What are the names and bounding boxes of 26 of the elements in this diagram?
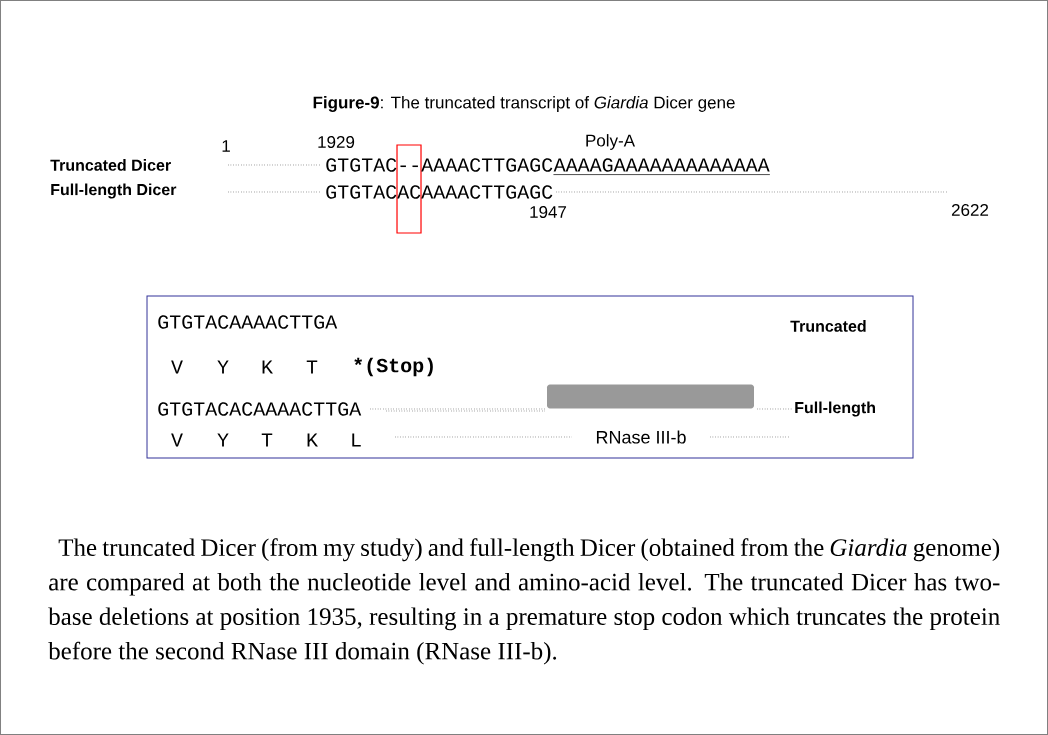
position-number: 1 bbox=[222, 140, 230, 152]
polya-sequence: AAAAGAAAAAAAAAAAAA bbox=[553, 158, 771, 175]
amino-acid: K bbox=[262, 360, 273, 374]
sequence-text: GTGTACAAAACTTGA bbox=[158, 315, 338, 329]
amino-acid: T bbox=[306, 360, 318, 374]
amino-acid: V bbox=[171, 360, 183, 374]
position-number: 1929 bbox=[318, 136, 355, 148]
position-number: 1947 bbox=[530, 206, 567, 218]
caption-paragraph: The truncated Dicer (from my study) and full-length Dicer (obtained from the Giardia genome) are compared at both the nucleotide level and amino-acid level. The truncated Dicer has two-base deletions at position 1935, resulting in a premature stop codon which truncates the protein before the second RNase III domain (RNase III-b). bbox=[48, 538, 1000, 665]
row-label: Truncated bbox=[790, 320, 866, 332]
figure-title: Figure-9: The truncated transcript of Giardia Dicer gene bbox=[313, 96, 735, 112]
position-number: 2622 bbox=[951, 203, 989, 216]
domain-bar bbox=[547, 384, 754, 409]
row-label: Full-length bbox=[795, 401, 875, 417]
amino-acid: T bbox=[261, 433, 273, 447]
amino-acid: Y bbox=[217, 433, 229, 447]
sequence-name: Truncated Dicer bbox=[50, 159, 171, 171]
amino-acid: L bbox=[352, 433, 361, 447]
stop-codon: *(Stop) bbox=[354, 357, 433, 377]
amino-acid: V bbox=[171, 433, 183, 447]
sequence-text: GTGTACACAAAACTTGA bbox=[158, 402, 362, 416]
sequence-name: Full-length Dicer bbox=[51, 183, 177, 199]
domain-label: RNase III-b bbox=[596, 430, 686, 444]
amino-acid: K bbox=[307, 433, 318, 447]
amino-acid: Y bbox=[217, 360, 229, 374]
region-label: Poly-A bbox=[586, 134, 635, 150]
